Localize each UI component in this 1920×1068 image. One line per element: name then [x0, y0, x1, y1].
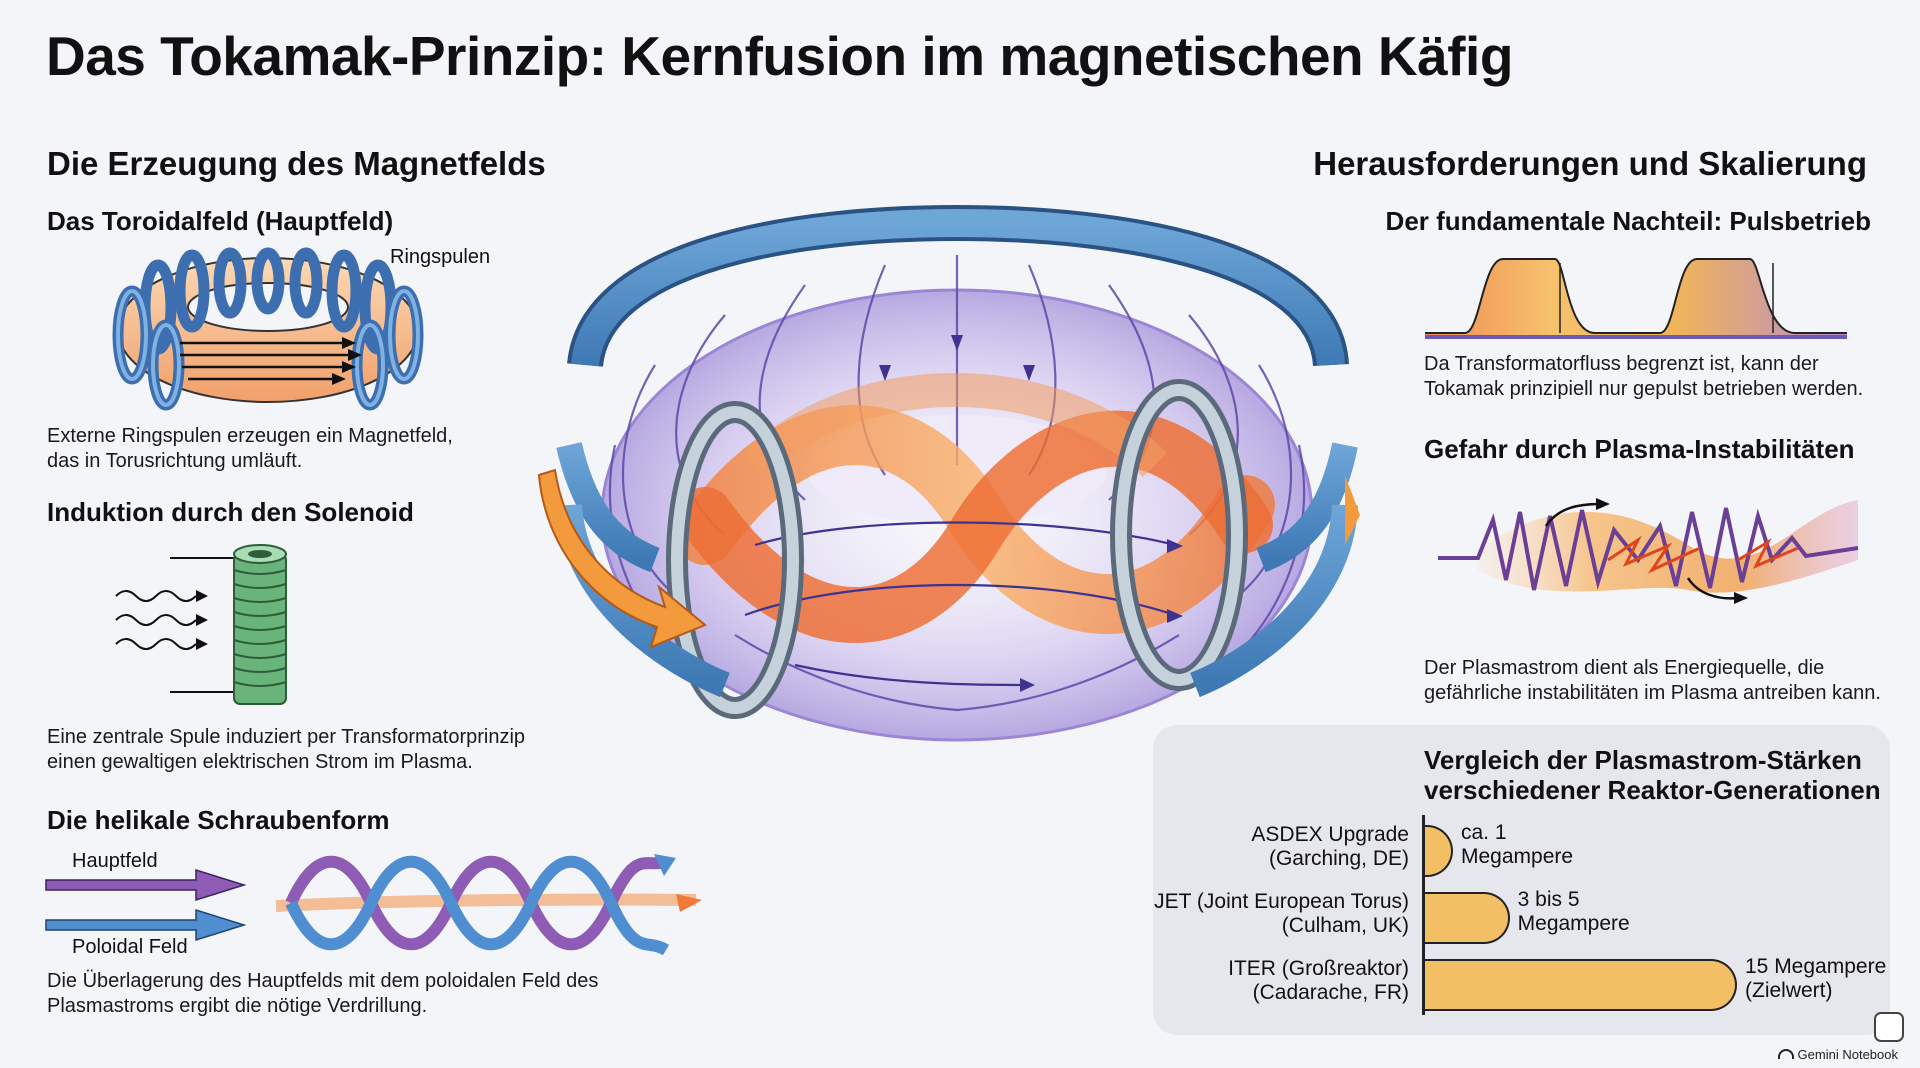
reactor-label: JET (Joint European Torus)(Culham, UK) [1154, 890, 1409, 938]
main-field-label: Hauptfeld [72, 850, 158, 872]
toroidal-heading: Das Toroidalfeld (Hauptfeld) [47, 206, 394, 236]
current-value-line2: (Zielwert) [1745, 979, 1833, 1002]
helix-text: Die Überlagerung des Hauptfelds mit dem … [47, 970, 599, 1017]
helix-heading: Die helikale Schraubenform [47, 805, 390, 835]
poloidal-field-label: Poloidal Feld [72, 936, 188, 958]
instability-text: Der Plasmastrom dient als Energiequelle,… [1424, 657, 1881, 704]
ring-coil-label: Ringspulen [390, 246, 491, 268]
reactor-site: (Cadarache, FR) [1252, 981, 1409, 1004]
comparison-axis [1422, 815, 1425, 1015]
solenoid-diagram [115, 544, 287, 705]
toroidal-text: Externe Ringspulen erzeugen ein Magnetfe… [47, 425, 453, 472]
current-value-line1: 3 bis 5 [1517, 888, 1580, 911]
toroidal-coil-diagram [112, 247, 424, 411]
solenoid-text: Eine zentrale Spule induziert per Transf… [47, 726, 526, 773]
reactor-site: (Garching, DE) [1268, 847, 1409, 870]
instability-heading: Gefahr durch Plasma-Instabilitäten [1424, 434, 1855, 464]
right-section-heading: Herausforderungen und Skalierung [1313, 145, 1867, 182]
reactor-label: ITER (Großreaktor)(Cadarache, FR) [1228, 957, 1409, 1005]
pulse-heading: Der fundamentale Nachteil: Pulsbetrieb [1385, 206, 1871, 236]
current-value-line1: ca. 1 [1461, 821, 1507, 844]
current-value-line2: Megampere [1517, 912, 1630, 935]
left-section-heading: Die Erzeugung des Magnetfelds [47, 145, 546, 182]
tokamak-diagram [537, 204, 1360, 742]
watermark-text: Gemini Notebook [1797, 1047, 1898, 1062]
reactor-name: JET (Joint European Torus) [1154, 890, 1409, 913]
comparison-heading: Vergleich der Plasmastrom-Stärken versch… [1424, 745, 1881, 805]
current-value-line2: Megampere [1461, 845, 1574, 868]
reactor-label: ASDEX Upgrade(Garching, DE) [1251, 823, 1409, 871]
current-value-line1: 15 Megampere [1745, 955, 1887, 978]
reactor-name: ITER (Großreaktor) [1228, 957, 1409, 980]
helix-diagram [45, 854, 702, 956]
reactor-site: (Culham, UK) [1281, 914, 1409, 937]
pulse-text: Da Transformatorfluss begrenzt ist, kann… [1424, 353, 1864, 400]
notebook-logo-icon [1777, 1049, 1794, 1059]
current-bar [1425, 959, 1737, 1011]
current-value-label: 15 Megampere(Zielwert) [1745, 955, 1886, 1003]
pulse-graph [1425, 258, 1847, 339]
current-bar [1425, 892, 1510, 944]
caption-icon[interactable] [1874, 1012, 1904, 1042]
watermark: Gemini Notebook [1777, 1047, 1898, 1062]
instability-diagram [1438, 498, 1859, 604]
solenoid-heading: Induktion durch den Solenoid [47, 497, 414, 527]
page-title: Das Tokamak-Prinzip: Kernfusion im magne… [46, 25, 1513, 87]
reactor-name: ASDEX Upgrade [1251, 823, 1409, 846]
